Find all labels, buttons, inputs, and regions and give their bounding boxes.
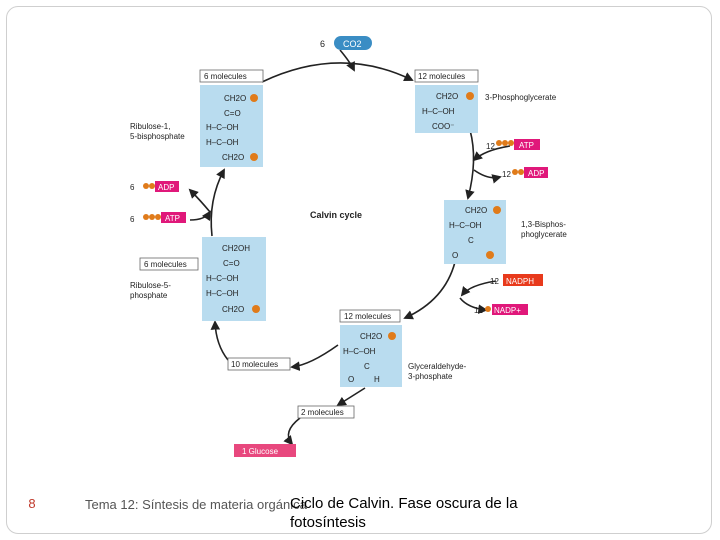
svg-text:12: 12 [486, 142, 495, 151]
nadph-group: 12 NADPH 12 NADP+ [474, 274, 543, 315]
svg-text:1,3-Bisphos-: 1,3-Bisphos- [521, 220, 566, 229]
arrow-atp-left-in [189, 210, 212, 222]
arrow-ten-to-ru5p [210, 320, 229, 361]
svg-text:H–C–OH: H–C–OH [206, 274, 239, 283]
arrow-ru5p-to-rubp [210, 168, 225, 237]
phosphate-dot [250, 153, 258, 161]
svg-text:COO⁻: COO⁻ [432, 122, 454, 131]
arrow-atp-in [472, 145, 511, 162]
svg-text:ADP: ADP [158, 183, 174, 192]
svg-text:12: 12 [490, 277, 499, 286]
co2-pill [334, 36, 372, 50]
svg-text:CH2OH: CH2OH [222, 244, 250, 253]
rubp-count: 6 molecules [204, 72, 247, 81]
arrow-adp-left-out [188, 188, 211, 213]
svg-text:12: 12 [474, 306, 483, 315]
rubp-name-1: Ribulose-1, [130, 122, 170, 131]
svg-text:H: H [374, 375, 380, 384]
ru5p-group: 6 molecules CH2OH C=O H–C–OH H–C–OH CH2O… [130, 237, 266, 321]
arrow-rubp-to-pga [261, 62, 414, 83]
slide-title: Ciclo de Calvin. Fase oscura de la fotos… [290, 495, 518, 531]
co2-count: 6 [320, 39, 325, 49]
slide-number: 8 [28, 496, 36, 511]
arrow-adp-out [473, 169, 502, 184]
phosphate-dot [466, 92, 474, 100]
bpg-group: CH2O H–C–OH C O 1,3-Bisphos- phoglycerat… [444, 200, 567, 264]
atp-adp-right: 12 ATP 12 ADP [486, 139, 548, 179]
pga-name: 3-Phosphoglycerate [485, 93, 557, 102]
g3p-count: 12 molecules [344, 312, 391, 321]
svg-text:H–C–OH: H–C–OH [343, 347, 376, 356]
atp-label: ATP [519, 141, 534, 150]
svg-text:CH2O: CH2O [222, 305, 244, 314]
arrow-g3p-to-two [336, 387, 366, 407]
nadph-label: NADPH [506, 277, 534, 286]
svg-text:H–C–OH: H–C–OH [449, 221, 482, 230]
svg-text:2 molecules: 2 molecules [301, 408, 344, 417]
svg-text:CH2O: CH2O [465, 206, 487, 215]
arrow-co2-in [339, 49, 355, 72]
svg-text:CH2O: CH2O [224, 94, 246, 103]
svg-text:3-phosphate: 3-phosphate [408, 372, 453, 381]
course-title: Tema 12: Síntesis de materia orgánica [85, 497, 307, 512]
svg-text:O: O [348, 375, 354, 384]
pga-group: 12 molecules CH2O H–C–OH COO⁻ 3-Phosphog… [414, 69, 557, 133]
svg-text:10 molecules: 10 molecules [231, 360, 278, 369]
svg-text:ATP: ATP [165, 214, 180, 223]
phosphate-dot [250, 94, 258, 102]
svg-text:CH2O: CH2O [436, 92, 458, 101]
arrow-g3p-to-ten [290, 344, 339, 371]
svg-text:phosphate: phosphate [130, 291, 168, 300]
svg-text:O: O [452, 251, 458, 260]
svg-text:CH2O: CH2O [222, 153, 244, 162]
svg-text:6: 6 [130, 183, 135, 192]
pga-count: 12 molecules [418, 72, 465, 81]
svg-text:CH2O: CH2O [360, 332, 382, 341]
svg-text:H–C–OH: H–C–OH [206, 123, 239, 132]
arrow-nadph-in [460, 280, 497, 297]
svg-text:C: C [364, 362, 370, 371]
ten-molecules-box: 10 molecules [227, 357, 291, 371]
phosphate-dot [252, 305, 260, 313]
rubp-group: 6 molecules CH2O C=O H–C–OH H–C–OH CH2O … [130, 69, 264, 167]
adp-label: ADP [528, 169, 544, 178]
phosphate-dot [493, 206, 501, 214]
svg-text:C=O: C=O [223, 259, 240, 268]
co2-input: 6 CO2 [320, 36, 372, 50]
svg-text:Glyceraldehyde-: Glyceraldehyde- [408, 362, 467, 371]
phosphate-dot [388, 332, 396, 340]
g3p-group: 12 molecules CH2O H–C–OH C O H Glycerald… [339, 309, 467, 387]
svg-text:phoglycerate: phoglycerate [521, 230, 567, 239]
calvin-cycle-label: Calvin cycle [310, 210, 362, 220]
arrow-pga-to-bpg [465, 129, 475, 200]
arrow-bpg-to-g3p [403, 261, 456, 320]
svg-text:12: 12 [502, 170, 511, 179]
svg-text:H–C–OH: H–C–OH [206, 138, 239, 147]
glucose-label: 1 Glucose [242, 447, 279, 456]
two-molecules-box: 2 molecules [297, 405, 355, 419]
arrow-nadp-out [459, 297, 488, 314]
cycle-arrows [188, 49, 511, 446]
svg-text:C: C [468, 236, 474, 245]
arrow-two-to-glucose [283, 417, 301, 446]
svg-text:C=O: C=O [224, 109, 241, 118]
rubp-name-2: 5-bisphosphate [130, 132, 185, 141]
adp-atp-left: 6 ADP 6 ATP [130, 181, 186, 224]
svg-text:6: 6 [130, 215, 135, 224]
svg-text:H–C–OH: H–C–OH [422, 107, 455, 116]
glucose-box: 1 Glucose [234, 444, 296, 457]
ru5p-count: 6 molecules [144, 260, 187, 269]
phosphate-dot [486, 251, 494, 259]
svg-text:H–C–OH: H–C–OH [206, 289, 239, 298]
svg-text:Ribulose-5-: Ribulose-5- [130, 281, 171, 290]
slide-frame [6, 6, 712, 534]
co2-label: CO2 [343, 39, 362, 49]
nadp-label: NADP+ [494, 306, 521, 315]
